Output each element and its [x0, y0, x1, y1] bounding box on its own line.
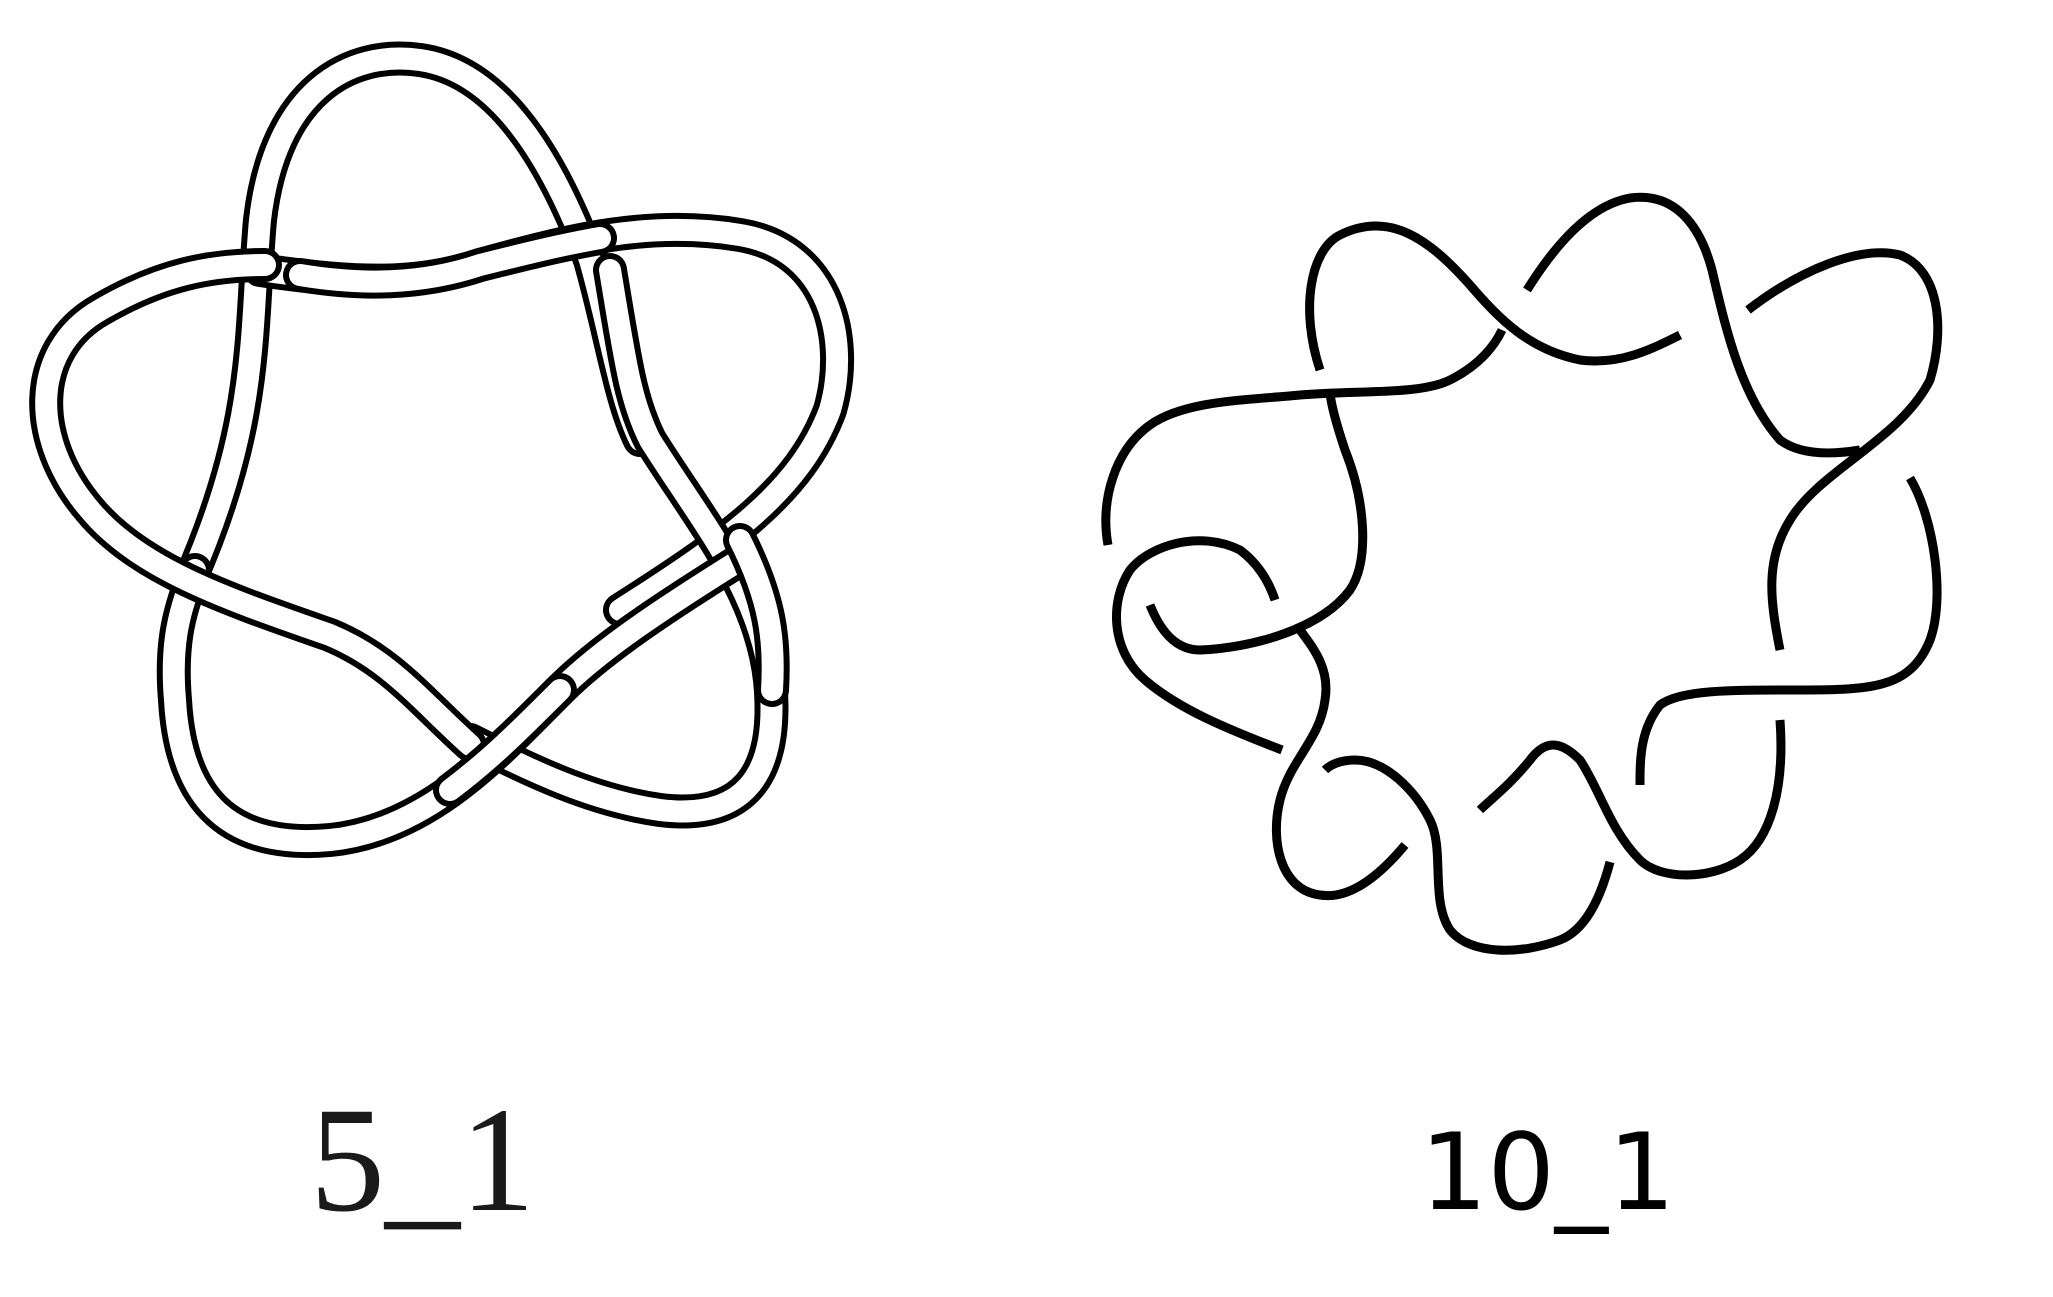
knot-10-1-strand-6 — [1321, 755, 1615, 955]
knot-10-1-strand-5 — [1476, 719, 1786, 880]
knot-10-1-strand-2 — [1523, 192, 1861, 458]
knot-5-1-diagram — [29, 41, 855, 859]
knot-5-1-lobe-top — [173, 41, 657, 597]
knot-10-1-strand-9 — [1145, 389, 1368, 655]
knot-10-1-strand-10 — [1101, 327, 1507, 546]
knot-10-1-strand-3 — [1745, 248, 1943, 651]
knot-10-1-strand-1 — [1305, 221, 1683, 372]
knot-5-1-label: 5_1 — [310, 1077, 535, 1243]
knot-5-1-lobe-left — [29, 248, 487, 762]
knot-10-1-diagram — [1101, 192, 1943, 955]
knot-5-1-lobe-bottom-left — [156, 543, 757, 859]
knot-10-1-label: 10_1 — [1420, 1111, 1676, 1234]
knot-10-1-strand-4 — [1635, 475, 1942, 786]
knot-5-1-overpass-segments — [283, 221, 790, 807]
knot-10-1-strand-7 — [1271, 627, 1409, 901]
knot-10-1-strand-8 — [1112, 536, 1284, 755]
